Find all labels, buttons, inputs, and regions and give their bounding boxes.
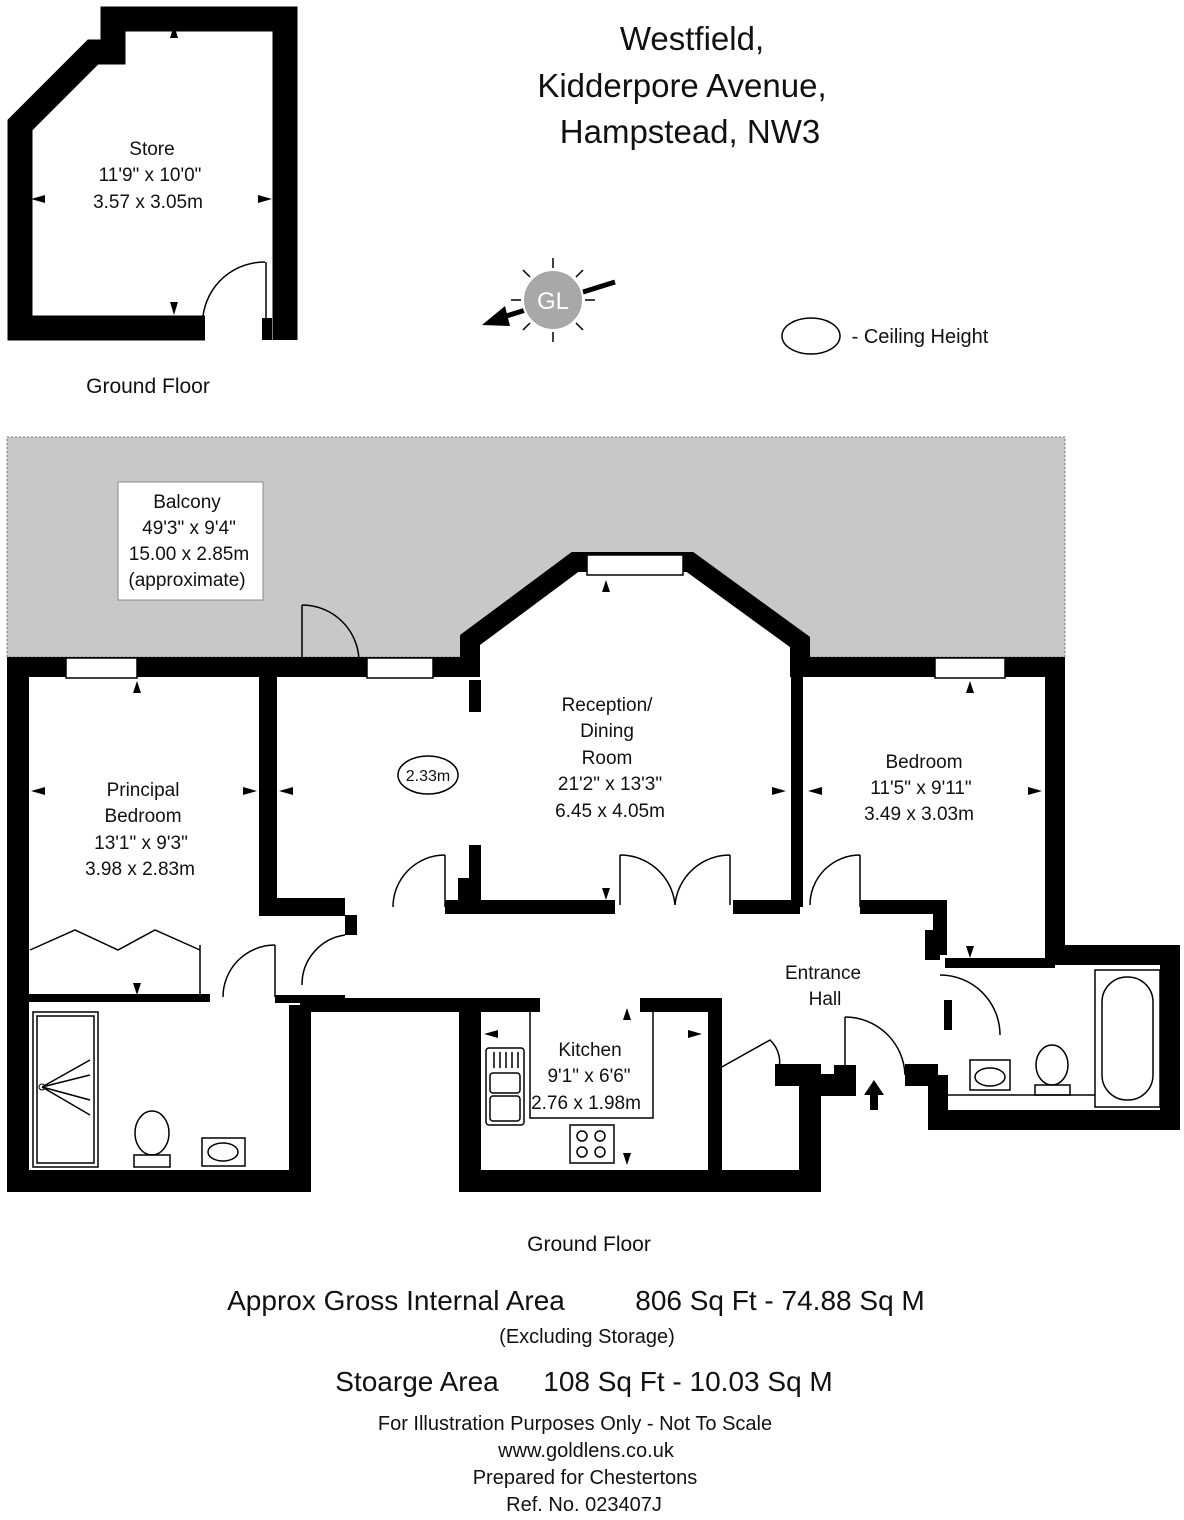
store-floor-label: Ground Floor (86, 375, 210, 398)
kitchen-name: Kitchen (558, 1040, 621, 1061)
window (65, 657, 138, 679)
reception-metric: 6.45 x 4.05m (555, 801, 665, 822)
reception-name-3: Room (582, 748, 633, 769)
window (934, 657, 1006, 679)
compass-logo: GL (537, 288, 569, 315)
entrance-arrow-icon (864, 1080, 884, 1110)
ceiling-height-legend: - Ceiling Height (852, 326, 989, 348)
store-metric: 3.57 x 3.05m (93, 192, 203, 213)
address-line-1: Westfield, (620, 20, 764, 57)
ceiling-height-icon (781, 317, 841, 355)
bedroom-metric: 3.49 x 3.03m (864, 804, 974, 825)
sink-icon (485, 1047, 525, 1126)
entrance-hall-name-1: Entrance (785, 963, 861, 984)
basin-icon (969, 1059, 1011, 1091)
toilet-icon (133, 1110, 171, 1168)
store-plan: Store 11'9" x 10'0" 3.57 x 3.05m (7, 6, 298, 341)
address-line-2: Kidderpore Avenue, (537, 67, 826, 104)
kitchen-imperial: 9'1" x 6'6" (547, 1066, 630, 1087)
hob-icon (569, 1124, 615, 1164)
toilet-icon (1034, 1044, 1071, 1096)
bedroom-name: Bedroom (885, 752, 962, 773)
shower-icon (32, 1011, 99, 1168)
reference-number: Ref. No. 023407J (506, 1494, 662, 1516)
balcony-metric: 15.00 x 2.85m (129, 544, 249, 565)
wardrobe (29, 929, 201, 995)
kitchen-counter (529, 1005, 654, 1119)
gia-label: Approx Gross Internal Area (227, 1285, 565, 1316)
reception-name-1: Reception/ (562, 695, 654, 716)
store-name: Store (129, 139, 174, 160)
principal-bedroom-metric: 3.98 x 2.83m (85, 859, 195, 880)
window (521, 569, 571, 606)
window (586, 554, 684, 576)
storage-value: 108 Sq Ft - 10.03 Sq M (543, 1366, 833, 1397)
entrance-hall-name-2: Hall (809, 989, 842, 1010)
bath-icon (1094, 969, 1161, 1108)
reception-name-2: Dining (580, 721, 634, 742)
principal-bedroom-imperial: 13'1" x 9'3" (94, 833, 188, 854)
basin-icon (201, 1137, 246, 1167)
gia-value: 806 Sq Ft - 74.88 Sq M (635, 1285, 925, 1316)
doors (222, 604, 1001, 1110)
disclaimer: For Illustration Purposes Only - Not To … (378, 1413, 772, 1435)
balcony-label-box (117, 481, 264, 601)
balcony-imperial: 49'3" x 9'4" (142, 518, 236, 539)
window (366, 657, 434, 679)
compass-icon: GL (482, 258, 616, 342)
address-line-3: Hampstead, NW3 (560, 113, 820, 150)
website: www.goldlens.co.uk (497, 1440, 675, 1462)
bedroom-imperial: 11'5" x 9'11" (870, 778, 971, 799)
gia-note: (Excluding Storage) (499, 1326, 675, 1348)
storage-label: Stoarge Area (335, 1366, 499, 1397)
reception-imperial: 21'2" x 13'3" (558, 774, 662, 795)
balcony-name: Balcony (153, 492, 221, 513)
store-imperial: 11'9" x 10'0" (99, 165, 202, 186)
principal-bedroom-name-2: Bedroom (104, 806, 181, 827)
reception-ceiling-height: 2.33m (406, 768, 450, 785)
principal-bedroom-name-1: Principal (107, 780, 180, 801)
kitchen-metric: 2.76 x 1.98m (531, 1093, 641, 1114)
window (701, 571, 746, 603)
main-floor-label: Ground Floor (527, 1233, 651, 1256)
ceiling-height-marker (397, 755, 459, 795)
balcony-note: (approximate) (128, 570, 245, 591)
dimension-arrows (31, 580, 1042, 1165)
walls (7, 552, 1180, 1192)
prepared-for: Prepared for Chestertons (473, 1467, 698, 1489)
